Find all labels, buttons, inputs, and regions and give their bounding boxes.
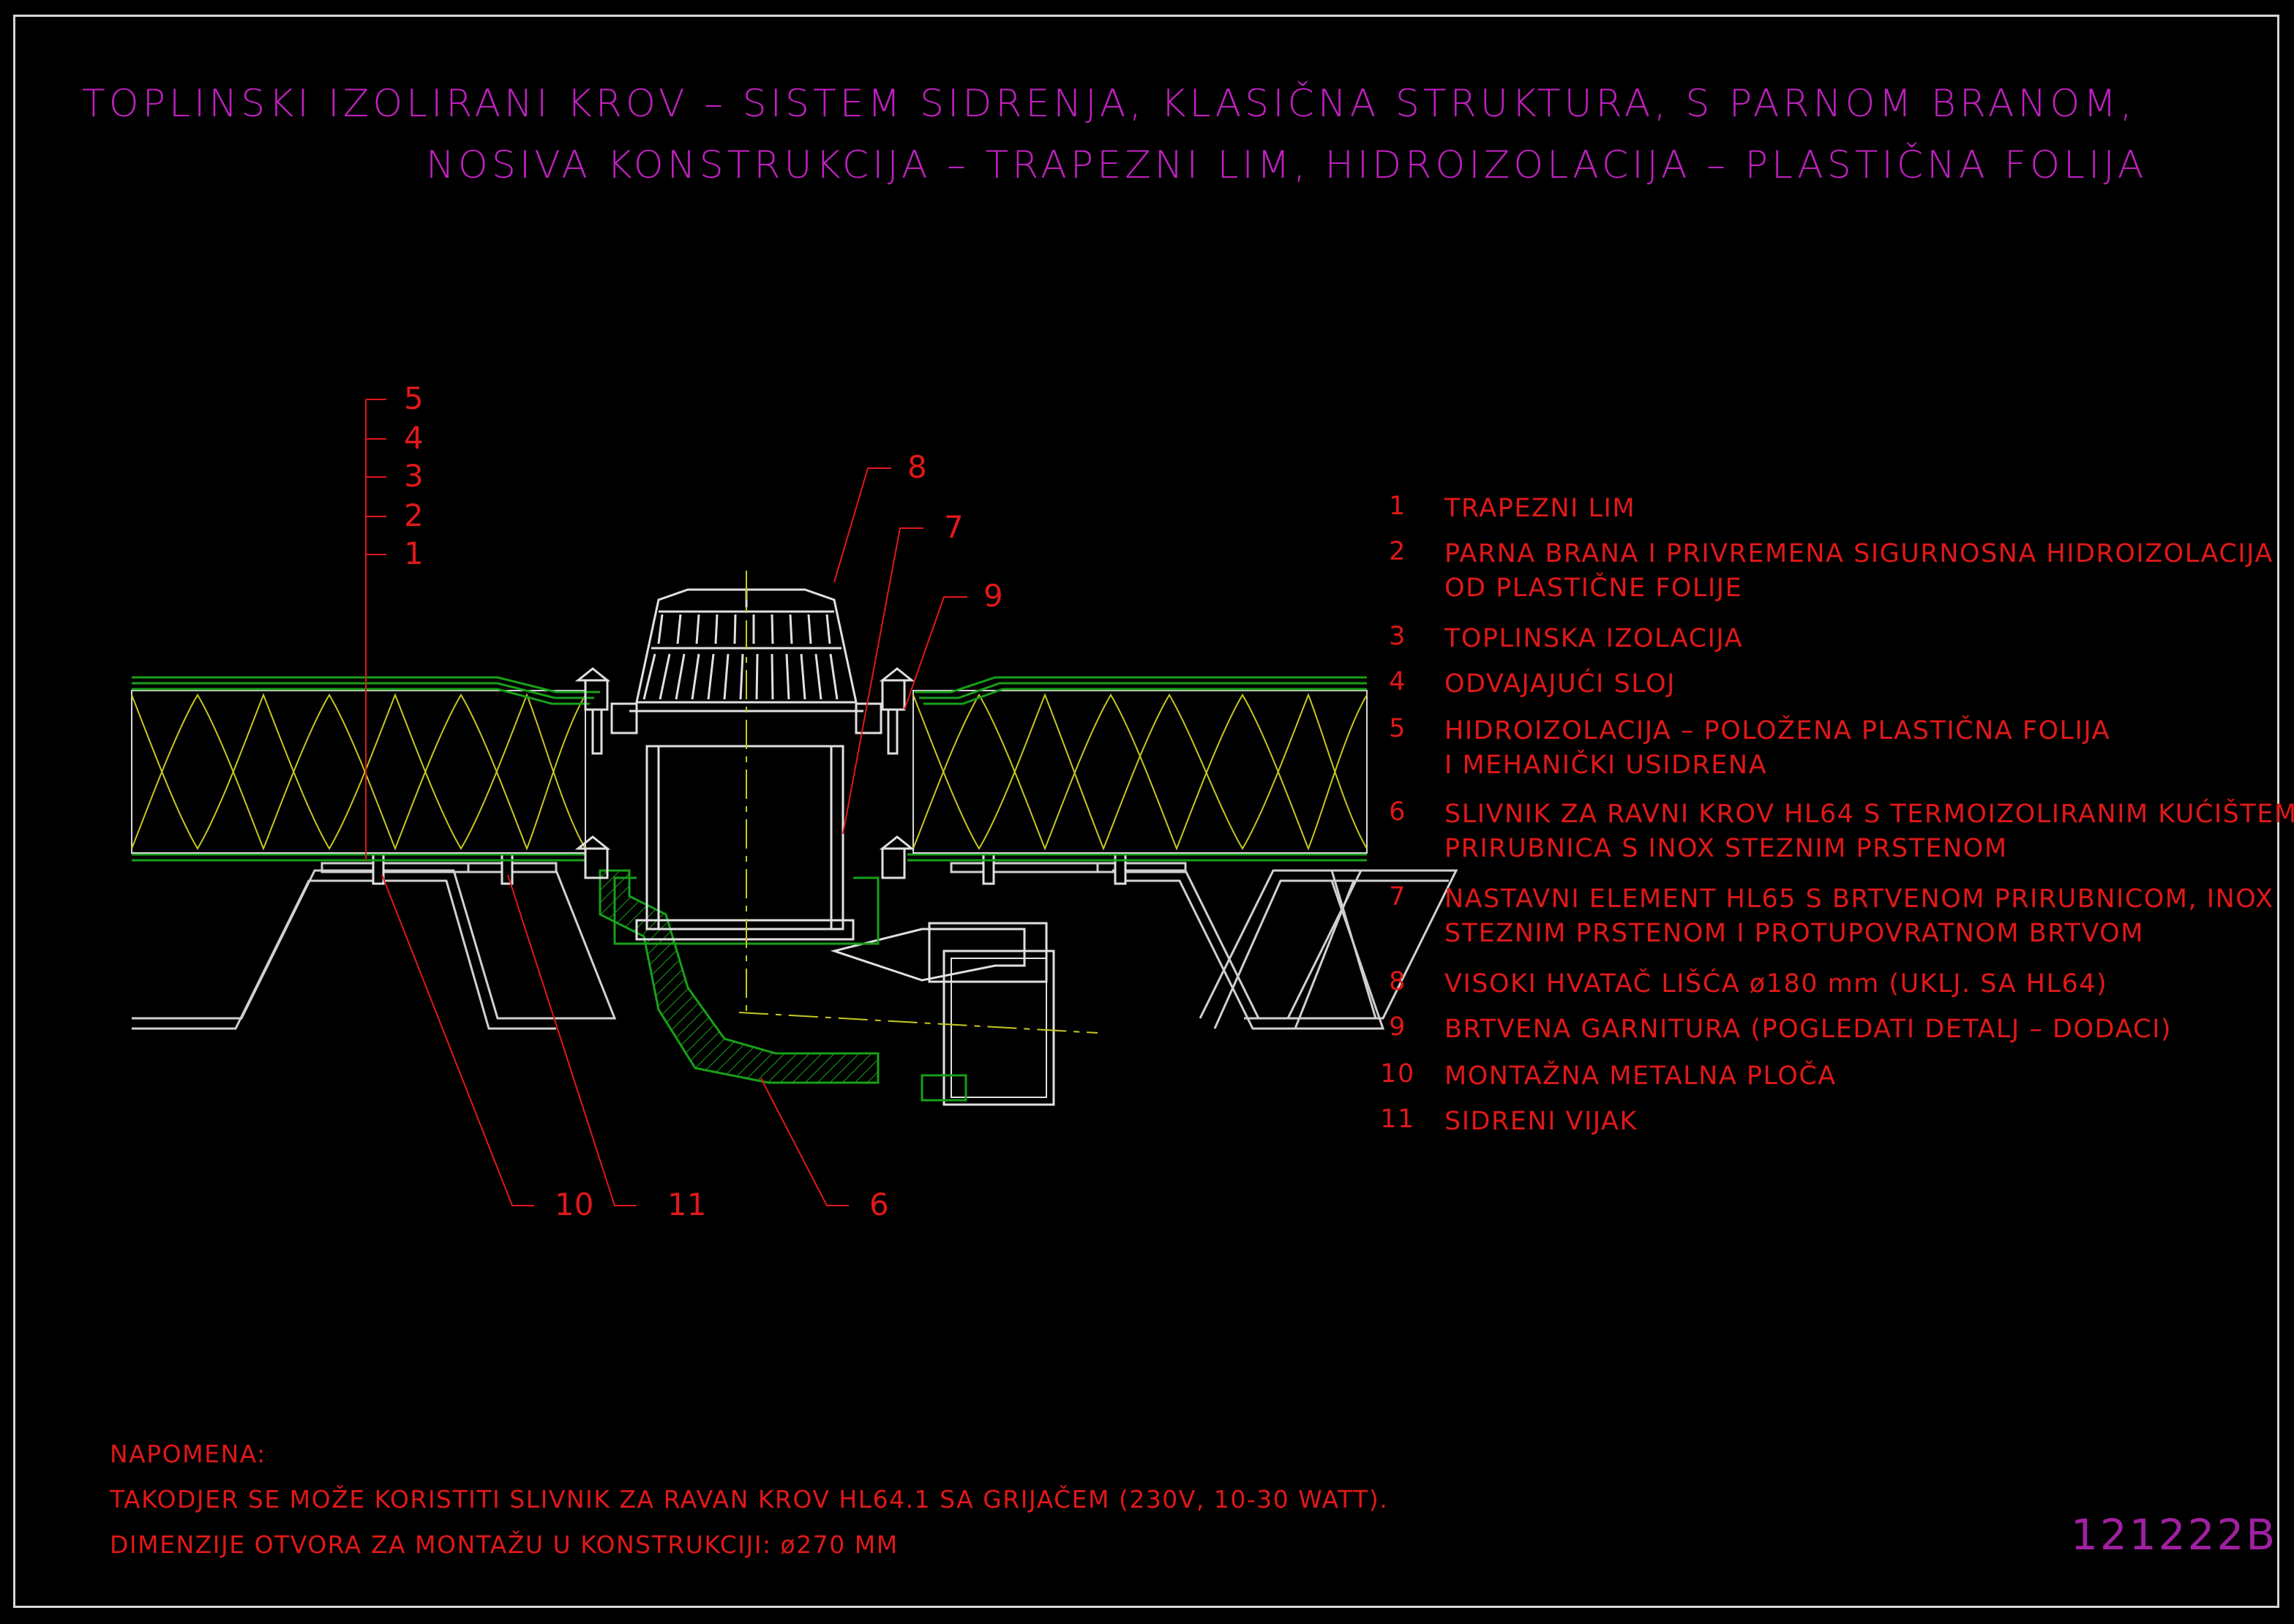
drawing-title-line-2: NOSIVA KONSTRUKCIJA – TRAPEZNI LIM, HIDR…: [426, 143, 2148, 187]
legend-text: PRIRUBNICA S INOX STEZNIM PRSTENOM: [1444, 834, 2008, 863]
callout-8: 8: [907, 449, 927, 485]
callout-10: 10: [555, 1187, 594, 1222]
callout-layer-2: 2: [404, 497, 424, 533]
leader-lines: [365, 399, 967, 1206]
legend-text: SLIVNIK ZA RAVNI KROV HL64 S TERMOIZOLIR…: [1444, 800, 2294, 829]
legend-text: SIDRENI VIJAK: [1444, 1107, 1638, 1136]
callout-layer-3: 3: [404, 458, 424, 494]
legend-number: 3: [1389, 622, 1406, 651]
legend-number: 9: [1389, 1012, 1406, 1042]
waterproofing-membrane: [132, 676, 1367, 705]
note-line-2: DIMENZIJE OTVORA ZA MONTAŽU U KONSTRUKCI…: [110, 1530, 899, 1559]
legend-text: OD PLASTIČNE FOLIJE: [1444, 574, 1743, 603]
anchor-screw: [372, 853, 1127, 885]
vapour-barrier: [132, 853, 1367, 862]
legend-text: HIDROIZOLACIJA – POLOŽENA PLASTIČNA FOLI…: [1444, 716, 2111, 745]
legend-number: 6: [1389, 797, 1406, 827]
drawing-code: 121222B: [2071, 1510, 2278, 1560]
legend-text: VISOKI HVATAČ LIŠĆA ø180 mm (UKLJ. SA HL…: [1444, 969, 2108, 999]
centre-line: [738, 571, 1098, 1034]
roof-drain-body: [599, 869, 1055, 1106]
legend-text: TRAPEZNI LIM: [1444, 494, 1636, 523]
callout-7: 7: [944, 509, 964, 545]
legend-text: I MEHANIČKI USIDRENA: [1444, 751, 1768, 780]
callout-6: 6: [869, 1187, 889, 1222]
legend-number: 5: [1389, 714, 1406, 743]
legend-number: 10: [1380, 1059, 1415, 1089]
legend-number: 8: [1389, 967, 1406, 996]
callout-layer-1: 1: [404, 535, 424, 571]
legend-number: 2: [1389, 537, 1406, 566]
note-line-1: TAKODJER SE MOŽE KORISTITI SLIVNIK ZA RA…: [110, 1485, 1389, 1514]
callout-11: 11: [667, 1187, 707, 1222]
legend-number: 4: [1389, 667, 1406, 696]
sealing-set: [574, 667, 915, 879]
legend-number: 7: [1389, 882, 1406, 911]
legend-text: ODVAJAJUĆI SLOJ: [1444, 669, 1676, 699]
callout-layer-5: 5: [404, 380, 424, 416]
note-heading: NAPOMENA:: [110, 1440, 266, 1468]
legend-number: 11: [1380, 1105, 1415, 1134]
legend-number: 1: [1389, 492, 1406, 521]
drawing-title-line-1: TOPLINSKI IZOLIRANI KROV – SISTEM SIDREN…: [82, 82, 2136, 126]
legend-text: MONTAŽNA METALNA PLOČA: [1444, 1061, 1837, 1091]
legend-text: TOPLINSKA IZOLACIJA: [1444, 624, 1744, 653]
legend-text: BRTVENA GARNITURA (POGLEDATI DETALJ – DO…: [1444, 1015, 2173, 1044]
callout-9: 9: [983, 578, 1003, 614]
legend-text: STEZNIM PRSTENOM I PROTUPOVRATNOM BRTVOM: [1444, 919, 2144, 948]
callout-layer-4: 4: [404, 420, 424, 456]
thermal-insulation: [131, 690, 1368, 854]
trapezoidal-sheet: [132, 869, 1458, 1030]
legend-text: PARNA BRANA I PRIVREMENA SIGURNOSNA HIDR…: [1444, 539, 2274, 568]
legend-text: NASTAVNI ELEMENT HL65 S BRTVENOM PRIRUBN…: [1444, 884, 2274, 914]
